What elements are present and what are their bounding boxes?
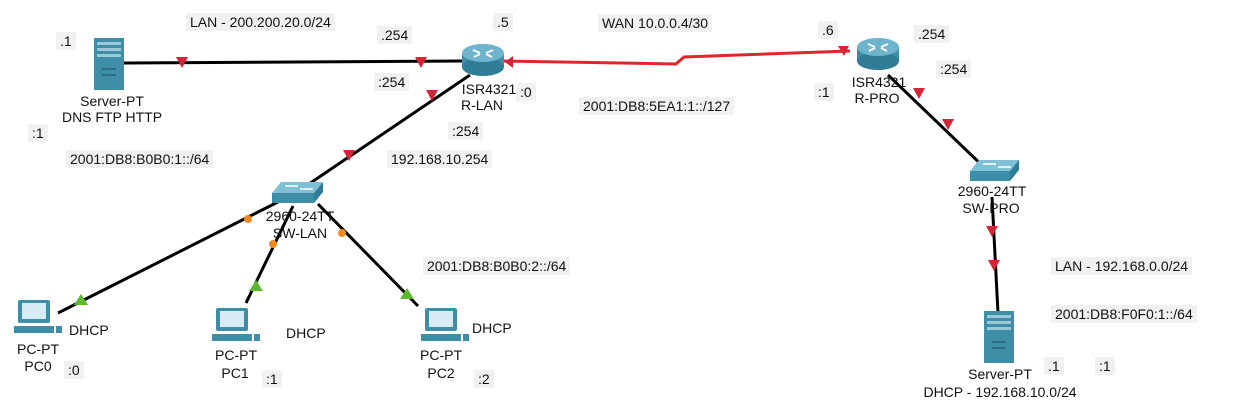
note-lan-left: LAN - 200.200.20.0/24 (186, 13, 335, 31)
sw-pro-name: SW-PRO (962, 200, 1020, 216)
link-wan (502, 49, 851, 66)
addr-srv-right-v6: :1 (1095, 357, 1115, 375)
switch-swlan-icon[interactable] (272, 182, 323, 203)
pc0-model: PC-PT (17, 341, 59, 357)
pc0-name: PC0 (24, 358, 52, 374)
link-swlan-pc0 (57, 200, 279, 315)
router-rlan-icon[interactable] (462, 44, 504, 76)
addr-rpro-sw-v6: :254 (936, 60, 972, 78)
switch-port-markers (244, 215, 346, 248)
r-pro-model: ISR4321 (851, 74, 907, 90)
port-marker (269, 240, 277, 248)
sw-lan-model: 2960-24TT (265, 208, 335, 224)
server-right-model: Server-PT (968, 366, 1032, 382)
pc1-model: PC-PT (215, 347, 257, 363)
note-lan-right: LAN - 192.168.0.0/24 (1051, 257, 1193, 275)
addr-rpro-wan-v6: :1 (814, 83, 834, 101)
r-pro-name: R-PRO (854, 90, 900, 106)
server-left-name: DNS FTP HTTP (61, 109, 163, 125)
addr-rlan-sw-v6: :254 (448, 122, 484, 140)
sw-lan-name: SW-LAN (272, 225, 328, 241)
link-status-marker (942, 119, 954, 130)
link-rpro-swpro (886, 73, 990, 173)
link-swlan-pc2 (316, 202, 420, 308)
addr-srv-right-v4: .1 (1044, 357, 1064, 375)
addr-srv-left-v6: :1 (28, 124, 48, 142)
server-right-icon[interactable] (984, 311, 1014, 363)
r-lan-model: ISR4321 (461, 81, 517, 97)
link-server-rlan (123, 59, 463, 65)
pc1-name: PC1 (221, 365, 249, 381)
link-status-marker (426, 90, 438, 101)
server-left-model: Server-PT (80, 93, 144, 109)
link-status-marker (986, 226, 998, 237)
note-v6-server-net: 2001:DB8:B0B0:1::/64 (66, 150, 214, 168)
link-status-marker (988, 260, 1000, 271)
link-rlan-swlan (299, 73, 471, 192)
addr-rlan-srv-v4: .254 (377, 26, 413, 44)
note-wan: WAN 10.0.0.4/30 (598, 14, 713, 32)
addr-pc0-v6: :0 (64, 361, 84, 379)
addr-rpro-sw-v4: .254 (914, 25, 950, 43)
pc2-dhcp: DHCP (472, 320, 512, 336)
pc1-dhcp: DHCP (286, 325, 326, 341)
link-status-marker (415, 57, 427, 68)
note-v4-pc-gw: 192.168.10.254 (387, 150, 493, 168)
router-rpro-icon[interactable] (857, 38, 899, 70)
pc2-model: PC-PT (420, 347, 462, 363)
link-status-marker (74, 294, 88, 305)
r-lan-name: R-LAN (460, 97, 504, 113)
link-status-marker (400, 288, 414, 299)
pc1-icon[interactable] (212, 308, 260, 341)
note-wan-v6: 2001:DB8:5EA1:1::/127 (579, 97, 735, 115)
link-status-marker (838, 46, 849, 56)
pc-link-markers (74, 280, 414, 305)
addr-rlan-wan-v6: :0 (516, 83, 536, 101)
link-status-marker (913, 88, 925, 99)
sw-pro-model: 2960-24TT (957, 183, 1027, 199)
addr-rpro-wan-v4: .6 (818, 21, 838, 39)
note-v6-pc-net: 2001:DB8:B0B0:2::/64 (423, 257, 571, 275)
note-v6-right: 2001:DB8:F0F0:1::/64 (1051, 305, 1197, 323)
addr-pc2-v6: :2 (474, 370, 494, 388)
link-status-marker (176, 57, 188, 68)
pc2-name: PC2 (427, 365, 455, 381)
pc0-icon[interactable] (14, 300, 62, 333)
server-right-dhcp-pool: DHCP - 192.168.10.0/24 (923, 384, 1077, 400)
link-markers (176, 46, 1000, 271)
addr-pc1-v6: :1 (262, 370, 282, 388)
link-status-marker (505, 56, 513, 68)
port-marker (244, 215, 252, 223)
addr-rlan-srv-v6: :254 (374, 73, 410, 91)
pc0-dhcp: DHCP (69, 322, 109, 338)
switch-swpro-icon[interactable] (970, 160, 1019, 181)
link-status-marker (343, 150, 355, 161)
link-swpro-server (990, 196, 1000, 314)
link-status-marker (249, 280, 263, 291)
pc2-icon[interactable] (421, 308, 469, 341)
port-marker (338, 229, 346, 237)
server-left-icon[interactable] (94, 38, 124, 90)
addr-srv-left-v4: .1 (56, 32, 76, 50)
addr-rlan-wan-v4: .5 (493, 13, 513, 31)
